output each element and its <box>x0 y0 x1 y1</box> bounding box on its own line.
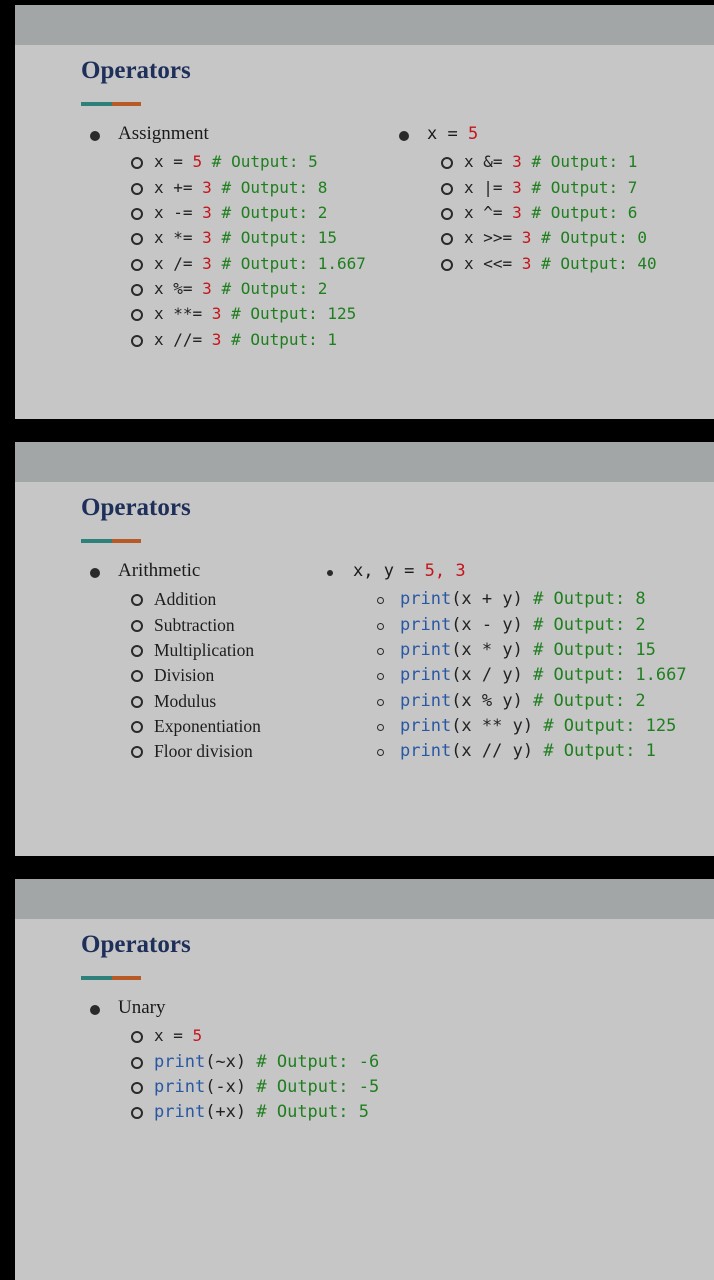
slide-header-bar <box>15 879 714 919</box>
slide-arithmetic: Operators Arithmetic Addition Subtractio… <box>15 442 714 856</box>
circle-bullet <box>131 645 143 657</box>
bullet-dot <box>399 131 409 141</box>
circle-bullet <box>131 670 143 682</box>
title-underline <box>81 102 141 106</box>
circle-bullet <box>441 208 453 220</box>
circle-bullet <box>441 259 453 271</box>
slide-unary: Operators Unary x = 5 print(~x) # Output… <box>15 879 714 1280</box>
circle-bullet <box>131 233 143 245</box>
circle-bullet <box>131 284 143 296</box>
circle-bullet <box>377 597 384 604</box>
slide-header-bar <box>15 5 714 45</box>
bullet-heading: Arithmetic <box>118 560 201 581</box>
circle-bullet <box>131 335 143 347</box>
circle-bullet <box>131 157 143 169</box>
circle-bullet <box>131 1107 143 1119</box>
circle-bullet <box>377 749 384 756</box>
circle-bullet <box>377 648 384 655</box>
circle-bullet <box>131 746 143 758</box>
circle-bullet <box>377 724 384 731</box>
circle-bullet <box>441 233 453 245</box>
circle-bullet <box>131 259 143 271</box>
circle-bullet <box>131 1057 143 1069</box>
title-underline <box>81 976 141 980</box>
circle-bullet <box>131 620 143 632</box>
slide-title: Operators <box>81 57 191 84</box>
title-underline <box>81 539 141 543</box>
circle-bullet <box>377 623 384 630</box>
circle-bullet <box>377 673 384 680</box>
circle-bullet <box>131 309 143 321</box>
slide-assignment: Operators Assignment x = 5 # Output: 5 x… <box>15 5 714 419</box>
bullet-dot <box>327 570 333 576</box>
slide-title: Operators <box>81 494 191 521</box>
circle-bullet <box>131 1082 143 1094</box>
bullet-heading: Assignment <box>118 123 209 144</box>
slide-title: Operators <box>81 931 191 958</box>
circle-bullet <box>441 157 453 169</box>
circle-bullet <box>377 699 384 706</box>
bullet-dot <box>90 1005 100 1015</box>
circle-bullet <box>131 1031 143 1043</box>
circle-bullet <box>131 696 143 708</box>
bullet-heading: Unary <box>118 997 166 1018</box>
bullet-dot <box>90 568 100 578</box>
slide-header-bar <box>15 442 714 482</box>
circle-bullet <box>131 208 143 220</box>
circle-bullet <box>131 183 143 195</box>
bullet-dot <box>90 131 100 141</box>
circle-bullet <box>441 183 453 195</box>
circle-bullet <box>131 721 143 733</box>
circle-bullet <box>131 594 143 606</box>
